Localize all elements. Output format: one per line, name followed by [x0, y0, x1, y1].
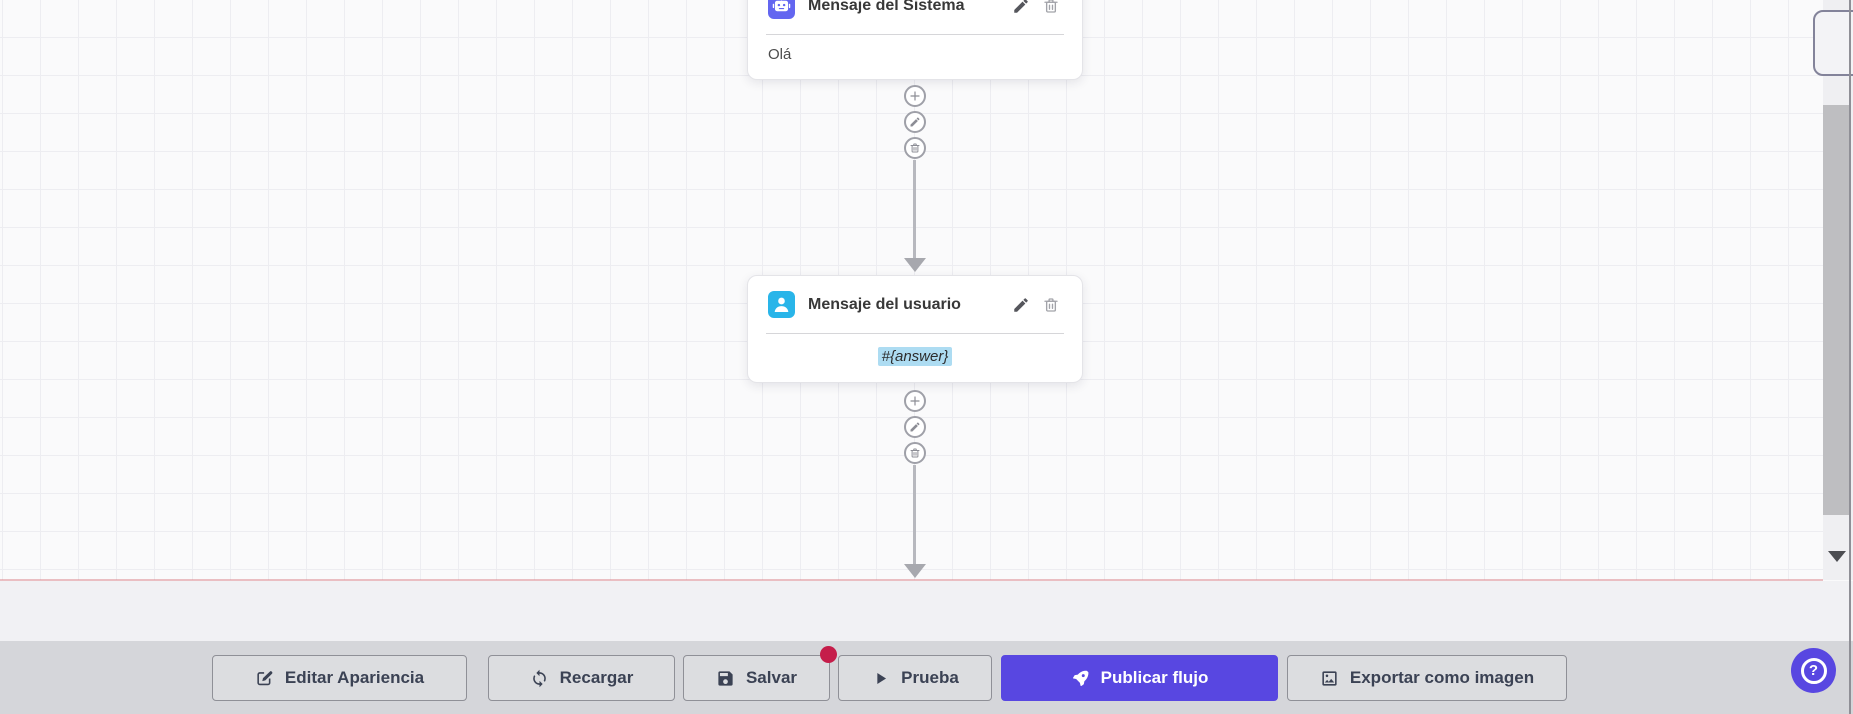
connector-line	[913, 465, 916, 564]
add-step-icon[interactable]	[904, 390, 926, 412]
play-icon	[877, 672, 887, 684]
test-button[interactable]: Prueba	[838, 655, 992, 701]
canvas-footer-strip	[0, 581, 1853, 641]
rocket-icon	[1072, 670, 1089, 686]
node-header: Mensaje del usuario	[748, 276, 1082, 333]
node-divider	[766, 34, 1064, 35]
delete-step-icon[interactable]	[904, 137, 926, 159]
delete-node-icon[interactable]	[1042, 296, 1060, 314]
save-icon	[718, 670, 733, 686]
node-title: Mensaje del usuario	[808, 295, 961, 313]
edit-node-icon[interactable]	[1012, 296, 1030, 314]
edit-step-icon[interactable]	[904, 111, 926, 133]
edit-appearance-button[interactable]: Editar Apariencia	[212, 655, 467, 701]
button-label: Editar Apariencia	[284, 668, 425, 687]
node-header: Mensaje del Sistema	[748, 0, 1082, 34]
edit-square-icon	[257, 670, 273, 685]
bottom-toolbar: Editar Apariencia Recargar Salvar Prueba	[0, 641, 1853, 714]
connector-actions	[904, 390, 926, 464]
connector-actions	[904, 85, 926, 159]
button-label: Salvar	[745, 668, 798, 687]
button-label: Prueba	[901, 668, 959, 687]
connector-arrow-icon	[904, 564, 926, 578]
help-button[interactable]: ?	[1791, 648, 1836, 693]
node-system-message[interactable]: Mensaje del Sistema Olá	[747, 0, 1083, 80]
flow-canvas[interactable]: Mensaje del Sistema Olá	[0, 0, 1853, 581]
node-title: Mensaje del Sistema	[808, 0, 965, 14]
node-divider	[766, 333, 1064, 334]
node-content[interactable]: #{answer}	[748, 334, 1082, 384]
delete-step-icon[interactable]	[904, 442, 926, 464]
scrollbar-thumb[interactable]	[1823, 105, 1849, 515]
clipped-corner-panel	[1813, 10, 1853, 76]
refresh-icon	[532, 669, 546, 687]
node-user-message[interactable]: Mensaje del usuario #{answer}	[747, 275, 1083, 383]
connector-arrow-icon	[904, 258, 926, 272]
delete-node-icon[interactable]	[1042, 0, 1060, 15]
canvas-bottom-divider	[0, 579, 1823, 581]
help-label: ?	[1808, 662, 1819, 679]
button-label: Recargar	[559, 668, 634, 687]
publish-flow-button[interactable]: Publicar flujo	[1001, 655, 1278, 701]
node-content[interactable]: Olá	[768, 46, 792, 63]
save-button[interactable]: Salvar	[683, 655, 830, 701]
edit-step-icon[interactable]	[904, 416, 926, 438]
unsaved-changes-badge	[820, 646, 837, 663]
window-edge-divider	[1849, 0, 1851, 714]
robot-icon	[768, 0, 795, 19]
export-image-button[interactable]: Exportar como imagen	[1287, 655, 1567, 701]
image-icon	[1322, 670, 1337, 686]
button-label: Exportar como imagen	[1349, 668, 1535, 687]
button-label: Publicar flujo	[1100, 668, 1209, 687]
person-icon	[768, 291, 795, 318]
edit-node-icon[interactable]	[1012, 0, 1030, 15]
connector-line	[913, 160, 916, 258]
vertical-scrollbar[interactable]	[1823, 0, 1853, 580]
add-step-icon[interactable]	[904, 85, 926, 107]
scrollbar-down-arrow-icon[interactable]	[1828, 551, 1846, 562]
variable-chip[interactable]: #{answer}	[877, 347, 953, 366]
reload-button[interactable]: Recargar	[488, 655, 675, 701]
question-icon: ?	[1800, 657, 1827, 684]
